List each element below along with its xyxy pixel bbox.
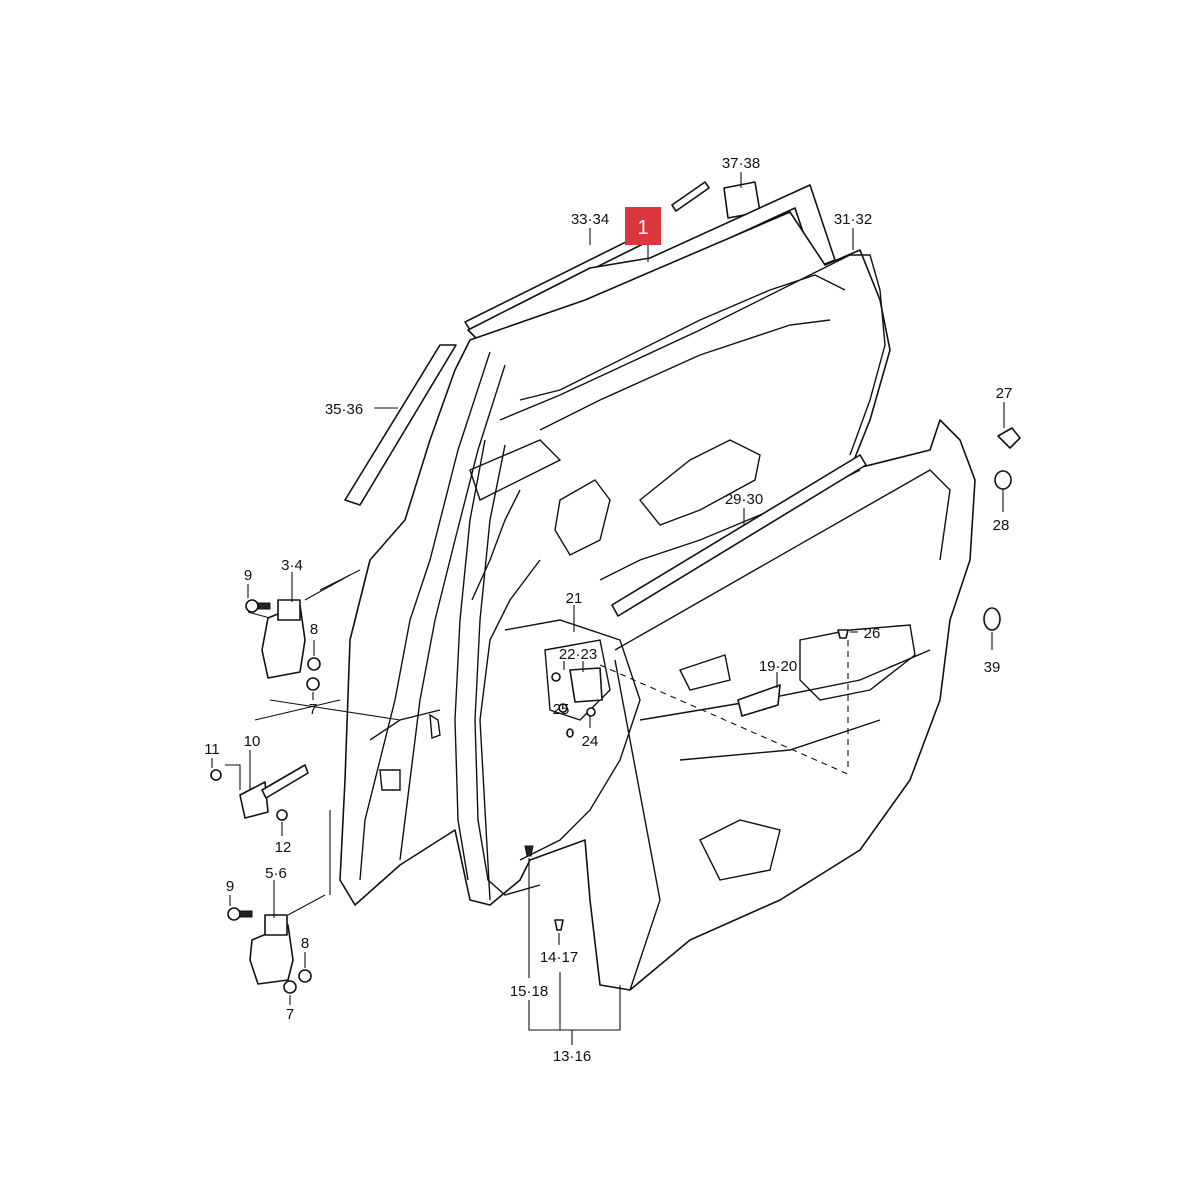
- callout-label[interactable]: 24: [582, 733, 599, 750]
- door-shell: [339, 211, 976, 991]
- callout-label[interactable]: 31·32: [834, 211, 872, 228]
- callout-label[interactable]: 26: [864, 625, 881, 642]
- callout-label[interactable]: 8: [301, 935, 309, 952]
- callout-label[interactable]: 29·30: [725, 491, 763, 508]
- callout-label[interactable]: 28: [993, 517, 1010, 534]
- latch-assembly: [551, 667, 603, 738]
- trim-clips: [524, 845, 564, 931]
- callout-label[interactable]: 11: [204, 741, 220, 758]
- corner-glass-strip: [344, 344, 457, 506]
- callout-label[interactable]: 35·36: [325, 401, 363, 418]
- callout-label[interactable]: 15·18: [510, 983, 548, 1000]
- callout-label[interactable]: 27: [996, 385, 1013, 402]
- callout-label[interactable]: 7: [309, 701, 317, 718]
- callout-labels: 37·38 33·34 31·32 35·36 27 28 29·30 3·4 …: [204, 155, 1012, 1065]
- highlight-badge: [625, 207, 661, 245]
- callout-label[interactable]: 12: [275, 839, 292, 856]
- callout-label[interactable]: 25: [553, 701, 570, 718]
- callout-label[interactable]: 22·23: [559, 646, 597, 663]
- callout-label[interactable]: 33·34: [571, 211, 609, 228]
- callout-label[interactable]: 39: [984, 659, 1001, 676]
- callout-label[interactable]: 21: [566, 590, 583, 607]
- highlight-callout-1[interactable]: 1: [625, 207, 661, 245]
- leader-lines: [211, 172, 1005, 1045]
- callout-label[interactable]: 9: [226, 878, 234, 895]
- callout-label[interactable]: 14·17: [540, 949, 578, 966]
- callout-label[interactable]: 13·16: [553, 1048, 591, 1065]
- upper-hinge: [245, 599, 321, 691]
- door-weatherstrip: [454, 254, 886, 896]
- callout-label[interactable]: 5·6: [265, 865, 287, 882]
- lower-hinge: [227, 907, 312, 994]
- callout-label[interactable]: 37·38: [722, 155, 760, 172]
- callout-label[interactable]: 19·20: [759, 658, 797, 675]
- callout-label[interactable]: 3·4: [281, 557, 303, 574]
- door-check: [210, 764, 309, 821]
- highlight-badge-label: 1: [637, 217, 648, 239]
- fasteners-right: [983, 427, 1021, 631]
- callout-label[interactable]: 8: [310, 621, 318, 638]
- callout-label[interactable]: 9: [244, 567, 252, 584]
- callout-label[interactable]: 10: [244, 733, 261, 750]
- callout-label[interactable]: 7: [286, 1006, 294, 1023]
- hidden-lines: [599, 640, 851, 776]
- clip-26: [837, 629, 849, 639]
